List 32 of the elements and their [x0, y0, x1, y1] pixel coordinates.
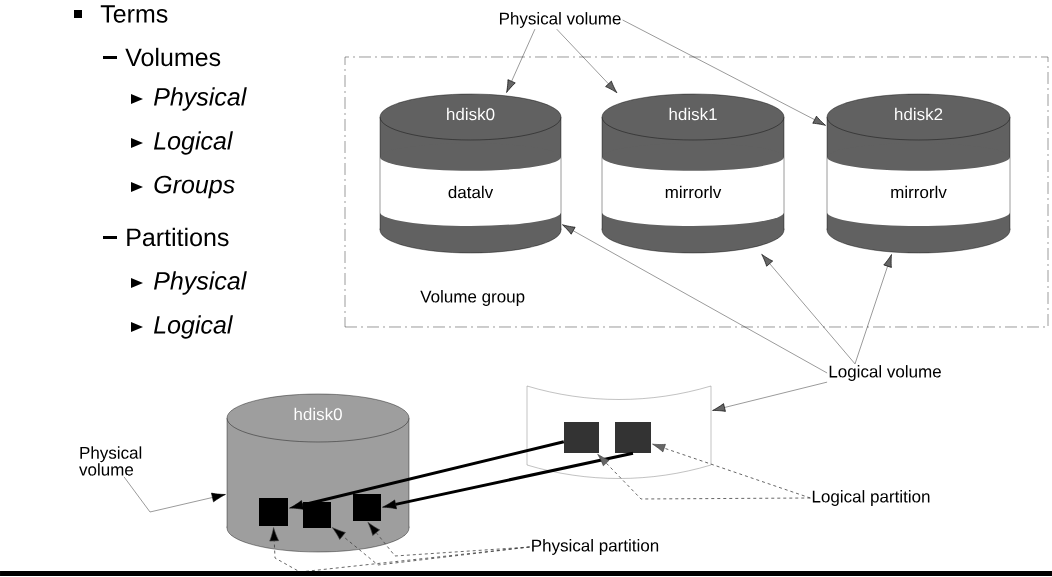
list-item: Physical: [154, 87, 247, 111]
arrow: [854, 254, 892, 365]
leader-line: [597, 453, 811, 500]
arrow: [712, 381, 828, 412]
list-item: Volumes: [125, 47, 221, 67]
arrow: [506, 28, 536, 93]
disk-name: hdisk2: [895, 107, 943, 121]
leader-line: [652, 443, 811, 499]
list-item: Partitions: [127, 227, 229, 247]
leader-line: [367, 521, 530, 557]
list-item: Groups: [154, 175, 235, 199]
disk-name: hdisk0: [294, 407, 342, 421]
list-item: Logical: [154, 131, 233, 155]
group-label: Volume group: [420, 290, 525, 306]
callout-text: Physical partition: [532, 539, 659, 555]
callout-text: Physical volume: [500, 12, 621, 28]
logical-partition-square: [615, 422, 651, 453]
disk-name: hdisk0: [447, 107, 495, 121]
arrow: [382, 451, 634, 510]
list-item: Terms: [100, 5, 168, 23]
arrow: [123, 476, 226, 513]
logical-partition-square: [564, 422, 599, 453]
arrow: [622, 19, 826, 126]
callout-text: Logical partition: [812, 490, 930, 506]
arrow: [556, 28, 618, 94]
arrow: [562, 224, 828, 374]
list-item: Physical: [154, 271, 247, 295]
list-item: Logical: [154, 315, 233, 339]
callout-text: Physical volume: [79, 446, 142, 476]
arrow: [761, 254, 856, 365]
disk-name: hdisk1: [669, 107, 717, 121]
callout-text: Logical volume: [829, 365, 941, 381]
